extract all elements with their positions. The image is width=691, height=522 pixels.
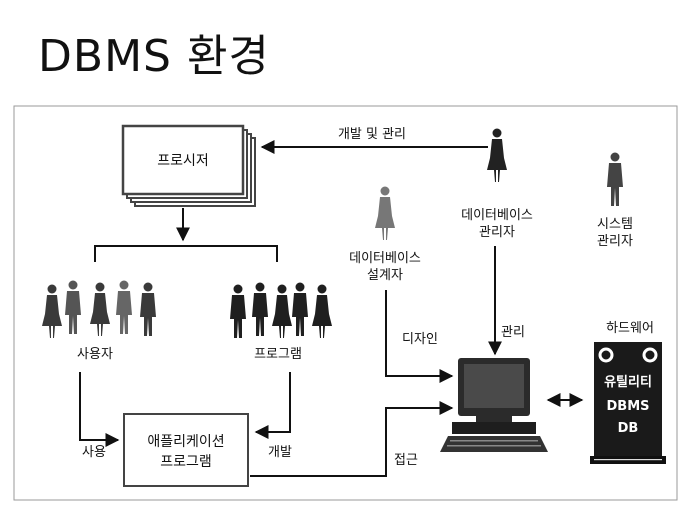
design-arrow (385, 290, 454, 383)
app-program-label-2: 프로그램 (160, 454, 212, 470)
design-label: 디자인 (402, 332, 438, 347)
procedure-bracket (94, 245, 278, 262)
users-figures (42, 280, 156, 338)
procedure-label: 프로시저 (157, 153, 209, 169)
slide-title: DBMS 환경 (38, 31, 270, 82)
db-unit-label-2: DBMS (607, 399, 650, 414)
procedure-box: 프로시저 (121, 124, 256, 207)
access-arrow (250, 401, 454, 477)
computer-icon (440, 358, 548, 452)
drive-left-icon (598, 347, 614, 363)
programmers-label: 프로그램 (254, 347, 302, 362)
db-designer-label-1: 데이터베이스 (349, 251, 421, 266)
use-label: 사용 (82, 445, 106, 460)
users-label: 사용자 (77, 347, 113, 362)
dba-label-2: 관리자 (479, 225, 515, 240)
programmers-figures (230, 282, 332, 338)
db-designer-label-2: 설계자 (367, 268, 403, 283)
drive-right-icon (642, 347, 658, 363)
application-program-box: 애플리케이션 프로그램 (123, 413, 249, 487)
access-label: 접근 (394, 453, 418, 468)
sysadmin-label-2: 관리자 (597, 234, 633, 249)
db-unit: 유틸리티 DBMS DB (590, 342, 666, 464)
sysadmin-figure (607, 152, 623, 206)
hardware-label: 하드웨어 (606, 321, 654, 336)
diagram-frame (13, 105, 678, 501)
manage-label: 관리 (501, 325, 525, 340)
develop-label: 개발 (268, 445, 292, 460)
db-designer-figure (375, 186, 395, 240)
app-program-label-1: 애플리케이션 (147, 434, 224, 450)
db-unit-label-1: 유틸리티 (604, 374, 652, 390)
use-arrow (79, 372, 120, 447)
dba-label-1: 데이터베이스 (461, 208, 533, 223)
develop-manage-label: 개발 및 관리 (338, 127, 406, 142)
sysadmin-label-1: 시스템 (597, 217, 633, 232)
dba-figure (487, 128, 507, 182)
develop-arrow (254, 372, 291, 439)
db-unit-label-3: DB (618, 421, 639, 436)
